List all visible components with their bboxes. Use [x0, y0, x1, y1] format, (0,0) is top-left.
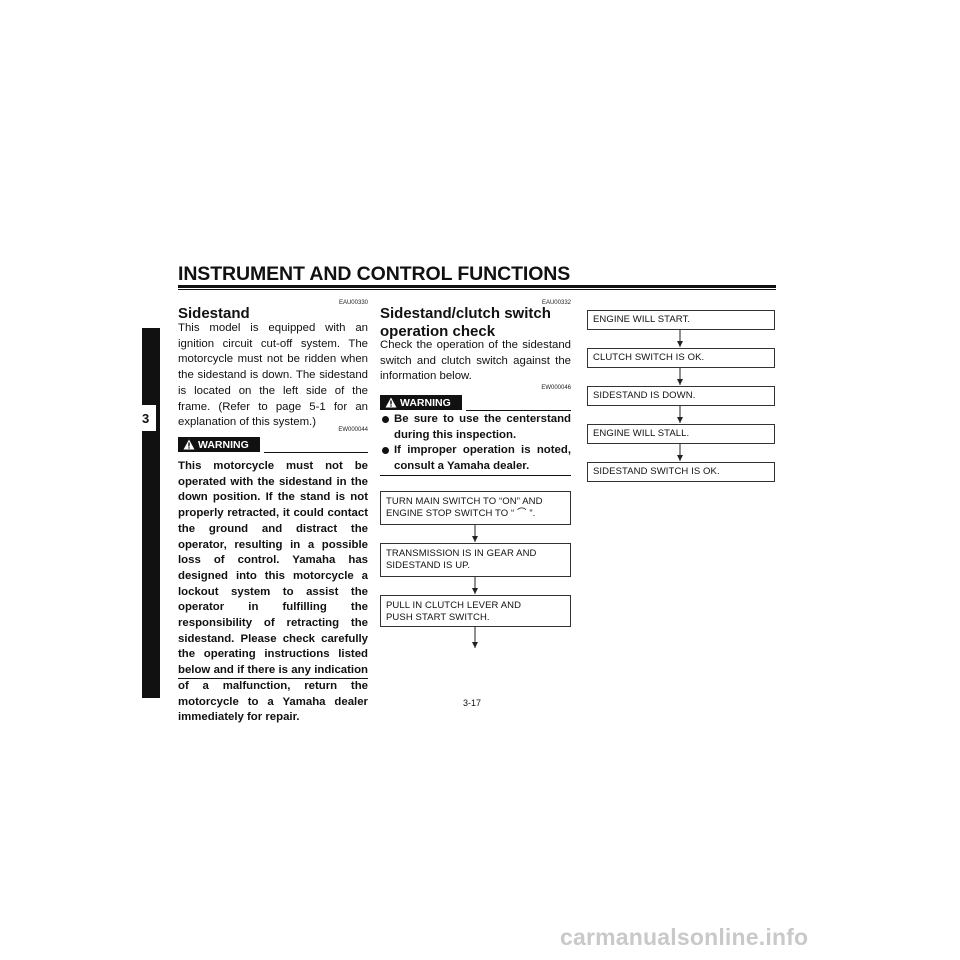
- arrow-down-icon: [472, 627, 478, 648]
- warning-bullet-list: Be sure to use the centerstand during th…: [380, 412, 571, 475]
- warning-code: EW000044: [338, 427, 368, 433]
- check-body: Check the operation of the sidestand swi…: [380, 339, 571, 383]
- chapter-tab: [142, 328, 160, 698]
- warning-rule: [466, 410, 571, 412]
- arrow-down-icon: [677, 368, 683, 385]
- warning-label: WARNING: [400, 396, 451, 409]
- warning-label: WARNING: [198, 438, 249, 451]
- flow-box-sidestand-switch-ok: SIDESTAND SWITCH IS OK.: [587, 462, 775, 482]
- list-item: Be sure to use the centerstand during th…: [380, 412, 571, 443]
- warning-badge: WARNING: [178, 437, 260, 452]
- header-rule-thin: [178, 289, 776, 290]
- sidestand-warning-text: This motorcycle must not be operated wit…: [178, 460, 368, 724]
- arrow-down-icon: [472, 525, 478, 542]
- section-title-sidestand: Sidestand: [178, 305, 250, 322]
- chapter-number: 3: [138, 405, 156, 431]
- flow-box-turn-main-switch: TURN MAIN SWITCH TO “ON” AND ENGINE STOP…: [380, 491, 571, 525]
- warning-end-rule: [178, 678, 368, 680]
- bullet-icon: [382, 416, 389, 423]
- bullet-text: Be sure to use the centerstand during th…: [394, 413, 571, 441]
- arrow-down-icon: [677, 330, 683, 347]
- watermark: carmanualsonline.info: [560, 924, 809, 950]
- warning-code: EW000046: [541, 385, 571, 391]
- bullet-icon: [382, 447, 389, 455]
- warning-badge: WARNING: [380, 395, 462, 410]
- sidestand-body: This model is equipped with an ignition …: [178, 322, 368, 429]
- flow-box-sidestand-down: SIDESTAND IS DOWN.: [587, 386, 775, 406]
- section-code: EAU00332: [541, 300, 571, 306]
- page-number: 3-17: [463, 698, 482, 708]
- flow-box-transmission-in-gear: TRANSMISSION IS IN GEAR AND SIDESTAND IS…: [380, 543, 571, 577]
- arrow-down-icon: [677, 444, 683, 461]
- flow-box-pull-clutch: PULL IN CLUTCH LEVER AND PUSH START SWIT…: [380, 595, 571, 627]
- warning-end-rule: [380, 475, 571, 477]
- warning-rule: [264, 452, 368, 454]
- bullet-text: If improper operation is noted, consult …: [394, 444, 571, 473]
- flow-box-clutch-switch-ok: CLUTCH SWITCH IS OK.: [587, 348, 775, 368]
- flow-box-engine-will-stall: ENGINE WILL STALL.: [587, 424, 775, 444]
- header-rule-thick: [178, 285, 776, 288]
- section-title-line: operation check: [380, 323, 496, 340]
- warning-triangle-icon: [183, 439, 195, 450]
- section-title-check: Sidestand/clutch switch operation check: [380, 305, 571, 341]
- list-item: If improper operation is noted, consult …: [380, 443, 571, 474]
- warning-triangle-icon: [385, 397, 397, 408]
- page-title: INSTRUMENT AND CONTROL FUNCTIONS: [178, 263, 571, 285]
- arrow-down-icon: [472, 577, 478, 594]
- flow-box-engine-will-start: ENGINE WILL START.: [587, 310, 775, 330]
- section-code: EAU00330: [338, 300, 368, 306]
- arrow-down-icon: [677, 406, 683, 423]
- section-title-line: Sidestand/clutch switch: [380, 305, 551, 322]
